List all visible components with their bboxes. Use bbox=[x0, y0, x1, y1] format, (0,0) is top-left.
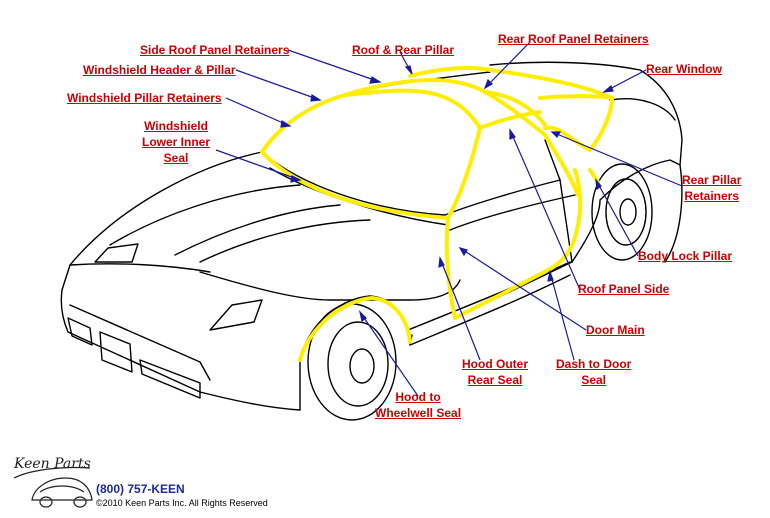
arrow-windshield-pillar-retainers bbox=[225, 97, 291, 127]
logo-car-sketch bbox=[13, 466, 93, 508]
arrow-dash-to-door-seal bbox=[549, 271, 575, 361]
arrow-rear-roof-panel-retainers bbox=[484, 41, 531, 89]
label-windshield-lower-inner-seal[interactable]: Windshield Lower Inner Seal bbox=[142, 118, 210, 166]
seal-highlights bbox=[260, 66, 614, 362]
label-side-roof-panel-retainers[interactable]: Side Roof Panel Retainers bbox=[140, 43, 290, 57]
arrow-windshield-lower-inner-seal bbox=[215, 149, 301, 181]
phone-number: (800) 757-KEEN bbox=[96, 482, 185, 496]
label-windshield-pillar-retainers[interactable]: Windshield Pillar Retainers bbox=[67, 91, 222, 105]
label-hood-to-wheelwell-seal[interactable]: Hood to Wheelwell Seal bbox=[375, 389, 461, 421]
label-body-lock-pillar[interactable]: Body Lock Pillar bbox=[638, 249, 733, 263]
arrow-door-main bbox=[459, 247, 587, 331]
label-windshield-lower-inner-seal-line-1: Windshield bbox=[144, 119, 208, 133]
label-dash-to-door-seal[interactable]: Dash to Door Seal bbox=[556, 356, 631, 388]
label-rear-pillar-retainers[interactable]: Rear Pillar Retainers bbox=[682, 172, 741, 204]
label-hood-outer-rear-seal-line-1: Hood Outer bbox=[462, 357, 528, 371]
label-windshield-header-pillar[interactable]: Windshield Header & Pillar bbox=[83, 63, 236, 77]
label-rear-pillar-retainers-line-2: Retainers bbox=[684, 189, 740, 203]
pointer-arrows bbox=[215, 41, 683, 397]
arrow-rear-pillar-retainers bbox=[551, 131, 683, 187]
arrow-side-roof-panel-retainers bbox=[287, 49, 381, 83]
copyright-text: ©2010 Keen Parts Inc. All Rights Reserve… bbox=[96, 498, 268, 508]
label-hood-outer-rear-seal-line-2: Rear Seal bbox=[467, 373, 523, 387]
label-hood-outer-rear-seal[interactable]: Hood Outer Rear Seal bbox=[462, 356, 528, 388]
label-rear-window[interactable]: Rear Window bbox=[646, 62, 722, 76]
label-roof-rear-pillar[interactable]: Roof & Rear Pillar bbox=[352, 43, 455, 57]
arrow-hood-to-wheelwell-seal bbox=[359, 311, 419, 397]
arrow-body-lock-pillar bbox=[595, 179, 639, 257]
label-hood-to-wheelwell-seal-line-2: Wheelwell Seal bbox=[375, 406, 462, 420]
label-dash-to-door-seal-line-2: Seal bbox=[581, 373, 607, 387]
label-hood-to-wheelwell-seal-line-1: Hood to bbox=[395, 390, 441, 404]
label-roof-panel-side[interactable]: Roof Panel Side bbox=[578, 282, 670, 296]
arrow-windshield-header-pillar bbox=[235, 69, 321, 101]
arrow-roof-panel-side bbox=[509, 129, 581, 291]
arrow-hood-outer-rear-seal bbox=[439, 257, 481, 361]
logo-text: Keen Parts bbox=[14, 456, 91, 472]
label-dash-to-door-seal-line-1: Dash to Door bbox=[556, 357, 632, 371]
label-windshield-lower-inner-seal-line-2: Lower Inner bbox=[142, 135, 211, 149]
label-windshield-lower-inner-seal-line-3: Seal bbox=[163, 151, 189, 165]
label-door-main[interactable]: Door Main bbox=[586, 323, 645, 337]
label-rear-roof-panel-retainers[interactable]: Rear Roof Panel Retainers bbox=[498, 32, 649, 46]
label-rear-pillar-retainers-line-1: Rear Pillar bbox=[682, 173, 742, 187]
